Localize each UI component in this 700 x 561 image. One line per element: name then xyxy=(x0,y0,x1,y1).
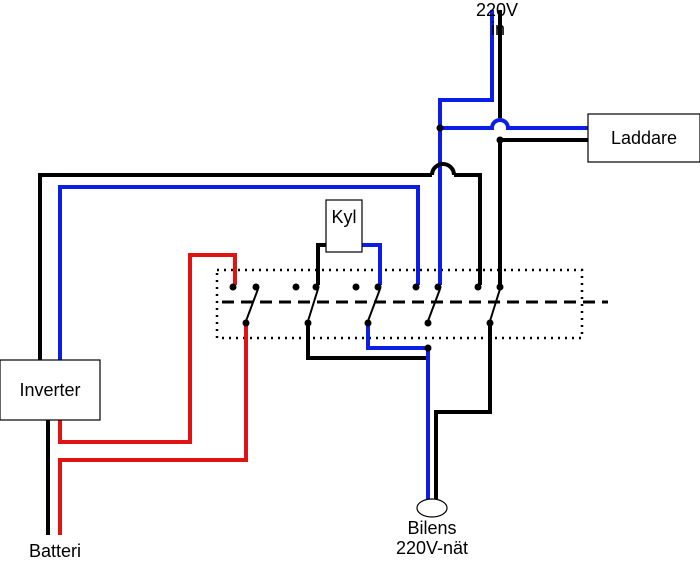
inverter-box xyxy=(0,359,101,421)
switch-enclosure xyxy=(215,268,584,340)
charger-label: Laddare xyxy=(611,128,677,148)
dc-wires xyxy=(58,253,248,535)
car-grid-connector xyxy=(416,498,448,518)
mains-in-label-line2: in xyxy=(491,19,505,39)
wire-crossover-hop xyxy=(430,162,456,176)
mains-in-label-line1: 220V xyxy=(476,0,518,20)
phase-wires xyxy=(58,10,588,500)
neutral-wires xyxy=(38,10,588,535)
inverter-label: Inverter xyxy=(19,380,80,400)
battery-label: Batteri xyxy=(29,541,81,561)
charger-box xyxy=(587,113,700,163)
switch-contacts xyxy=(229,124,504,352)
fridge-label: Kyl xyxy=(331,207,356,227)
car-grid-label-line1: Bilens xyxy=(407,518,456,538)
fridge-box xyxy=(325,199,363,253)
car-grid-label-line2: 220V-nät xyxy=(396,538,468,558)
